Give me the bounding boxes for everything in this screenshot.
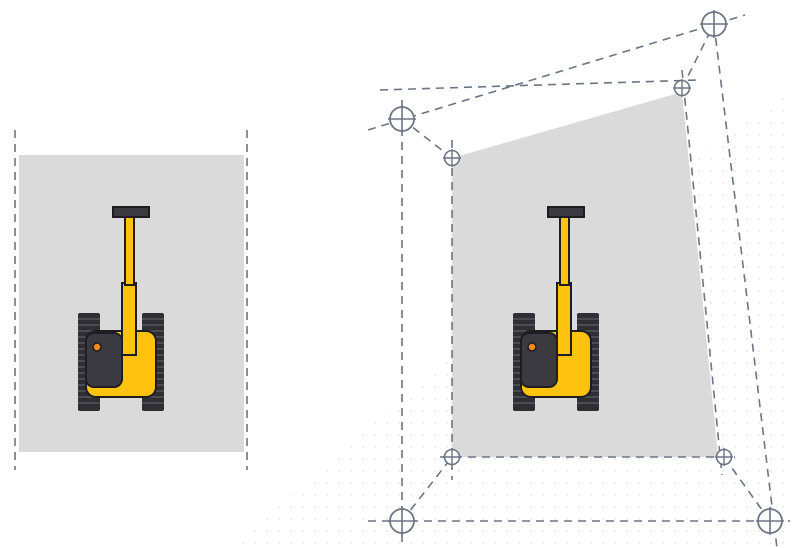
survey-marker-icon (387, 104, 417, 134)
after-irregular-area (367, 9, 790, 548)
before-rectangular-area (14, 130, 248, 470)
survey-marker-icon (699, 9, 729, 39)
outer-guide-lines (367, 14, 790, 548)
